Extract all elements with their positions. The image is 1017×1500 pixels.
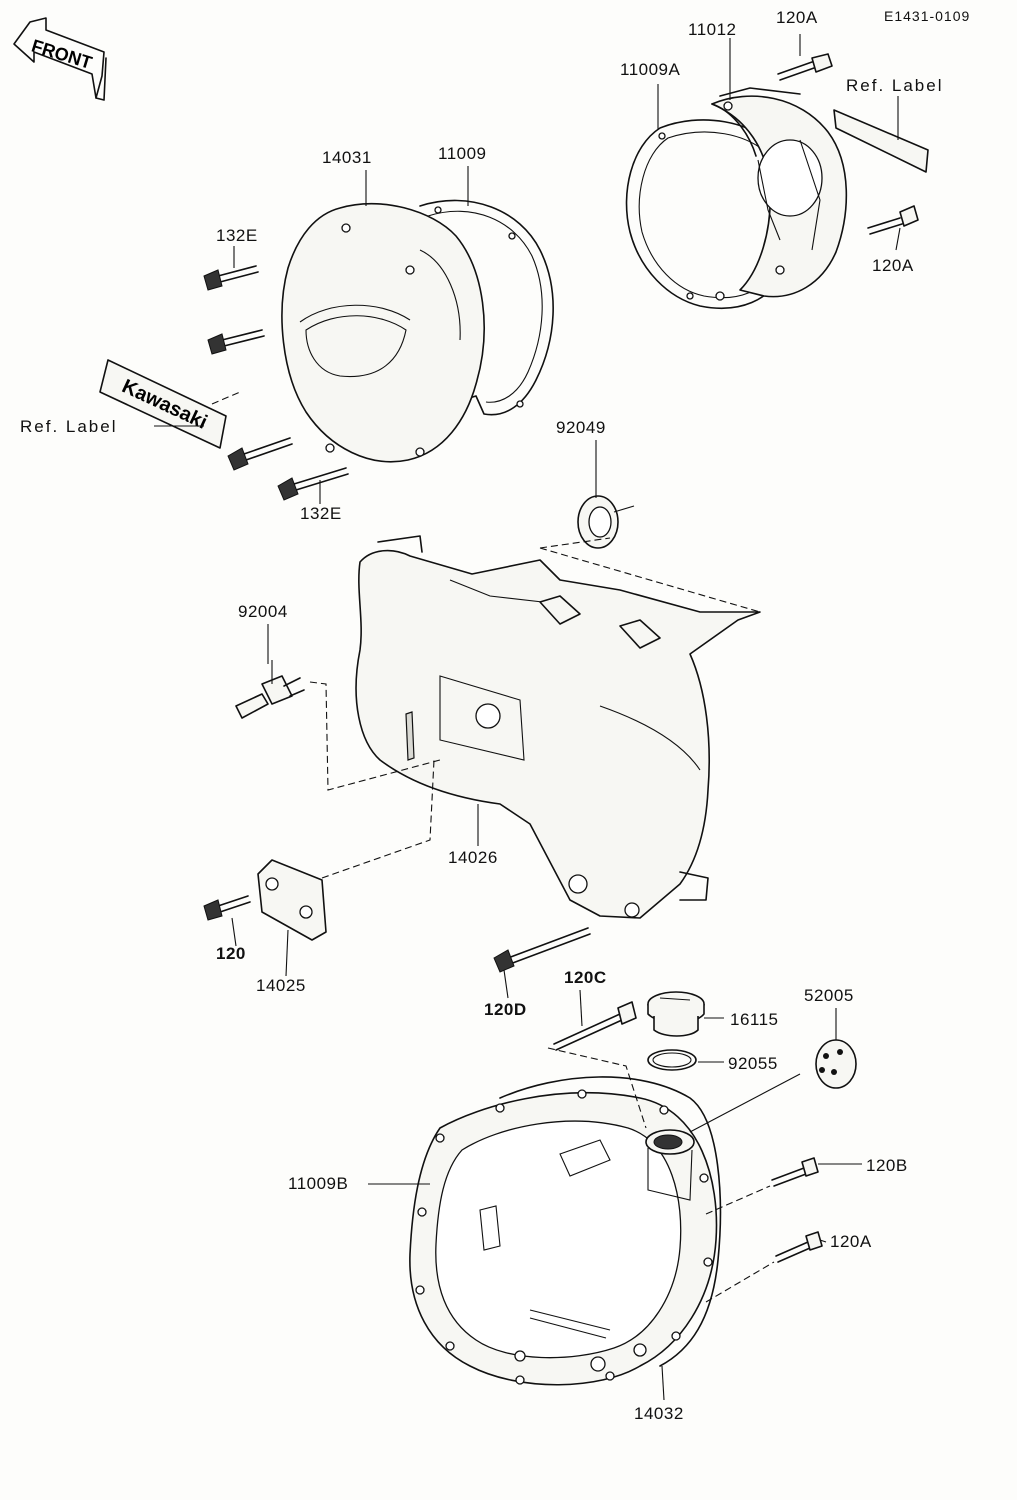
label-120D: 120D <box>484 1000 527 1019</box>
bolt-120B <box>771 1157 819 1187</box>
seal-92049 <box>577 495 635 549</box>
oil-cap-16115 <box>647 991 705 1037</box>
label-14031: 14031 <box>322 148 372 167</box>
label-132E-bottom: 132E <box>300 504 342 523</box>
label-120C: 120C <box>564 968 607 987</box>
bolt-120C <box>553 1001 637 1051</box>
label-132E-top: 132E <box>216 226 258 245</box>
o-ring-92055 <box>647 1049 697 1071</box>
label-14026: 14026 <box>448 848 498 867</box>
cover-14026 <box>355 535 761 919</box>
label-ref-label-right: Ref. Label <box>846 76 944 95</box>
plate-14025 <box>257 759 435 941</box>
label-120A-top: 120A <box>776 8 818 27</box>
label-16115: 16115 <box>730 1010 779 1029</box>
cover-11012 <box>711 87 848 301</box>
label-120A-right: 120A <box>872 256 914 275</box>
gasket-11009B <box>409 1089 718 1386</box>
kawasaki-logo-plate: Kawasaki <box>99 359 227 449</box>
bolt-120 <box>203 895 251 921</box>
label-14025: 14025 <box>256 976 306 995</box>
bolt-120A-lower <box>775 1231 823 1263</box>
label-11009B: 11009B <box>288 1174 349 1193</box>
bolt-120A-right <box>867 205 919 235</box>
label-92055: 92055 <box>728 1054 778 1073</box>
label-92004: 92004 <box>238 602 288 621</box>
fitting-92004 <box>235 660 441 791</box>
label-ref-label-left: Ref. Label <box>20 417 118 436</box>
label-120B: 120B <box>866 1156 908 1175</box>
bolt-120D <box>493 927 591 973</box>
ref-label-plate-right <box>833 109 929 173</box>
plug-52005 <box>815 1039 857 1089</box>
leader-lines <box>154 34 901 1401</box>
label-92049: 92049 <box>556 418 606 437</box>
label-11009: 11009 <box>438 144 487 163</box>
front-arrow-text: FRONT <box>29 36 94 73</box>
label-52005: 52005 <box>804 986 854 1005</box>
drawing-code: E1431-0109 <box>884 8 971 24</box>
bolts-132E <box>203 265 349 501</box>
bolt-120A-top <box>777 53 833 81</box>
label-11012: 11012 <box>688 20 737 39</box>
label-120A-lower: 120A <box>830 1232 872 1251</box>
label-14032: 14032 <box>634 1404 684 1423</box>
front-arrow-icon: FRONT <box>13 17 107 101</box>
label-11009A: 11009A <box>620 60 681 79</box>
label-120: 120 <box>216 944 246 963</box>
housing-14032 <box>479 1076 722 1372</box>
cover-14031 <box>281 202 485 463</box>
